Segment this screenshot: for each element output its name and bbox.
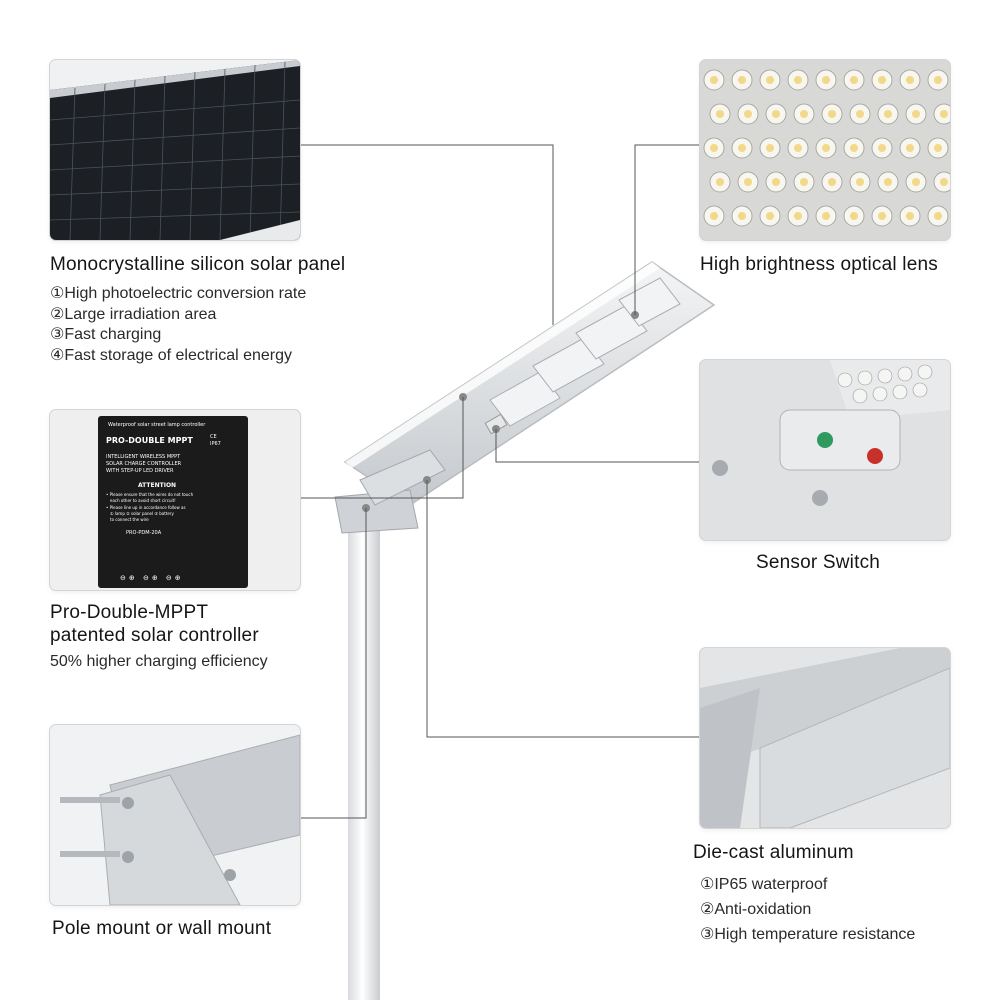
optical-lens-photo [700, 60, 950, 240]
aluminum-features: ①IP65 waterproof ②Anti-oxidation ③High t… [700, 872, 915, 947]
leader-lines [300, 144, 700, 819]
feature-item: ①IP65 waterproof [700, 876, 828, 893]
sensor-title: Sensor Switch [756, 552, 881, 573]
feature-item: ②Large irradiation area [50, 305, 217, 323]
controller-body: Waterproof solar street lamp controller … [98, 416, 248, 588]
die-cast-aluminum-photo [700, 648, 950, 828]
feature-item: ④Fast storage of electrical energy [50, 346, 293, 364]
pole [348, 520, 380, 1000]
controller-title-line1: Pro-Double-MPPT [50, 602, 209, 623]
feature-item: ①High photoelectric conversion rate [50, 285, 307, 302]
feature-item: ③High temperature resistance [700, 926, 916, 943]
mount-title: Pole mount or wall mount [52, 918, 272, 939]
aluminum-title: Die-cast aluminum [693, 842, 854, 863]
solar-panel-photo [50, 60, 300, 240]
controller-title-line2: patented solar controller [50, 625, 259, 646]
controller-subtitle: 50% higher charging efficiency [50, 653, 268, 670]
solar-panel-features: ①High photoelectric conversion rate ②Lar… [50, 284, 306, 366]
sensor-switch-photo [700, 360, 950, 540]
feature-item: ②Anti-oxidation [700, 901, 812, 918]
feature-item: ③Fast charging [50, 326, 162, 344]
controller-photo: Waterproof solar street lamp controller … [50, 410, 300, 590]
mount-photo [50, 725, 300, 905]
solar-panel-title: Monocrystalline silicon solar panel [50, 254, 346, 275]
lens-title: High brightness optical lens [700, 254, 938, 275]
controller-brand: PRO-DOUBLE MPPT [106, 436, 193, 445]
